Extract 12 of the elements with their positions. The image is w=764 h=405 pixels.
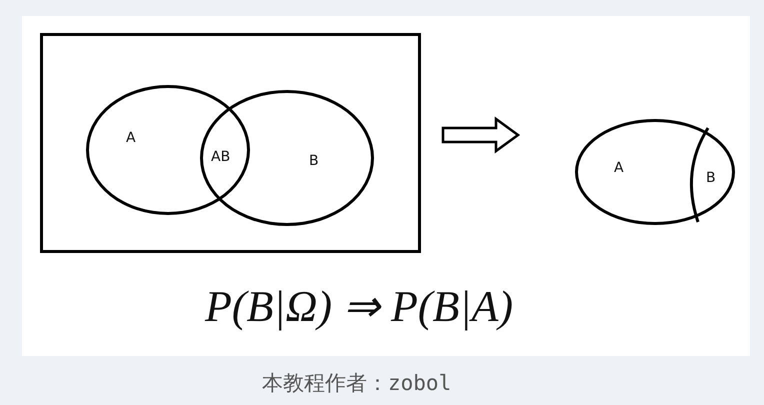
region-label: B [309, 153, 319, 169]
caption: 本教程作者：zobol [262, 370, 452, 397]
ellipse [86, 85, 250, 215]
region-label: A [614, 160, 624, 176]
region-label: A [126, 130, 136, 146]
ellipse [575, 119, 735, 225]
frame-box [40, 33, 421, 253]
ellipse [200, 90, 374, 226]
block-arrow [442, 116, 520, 154]
region-label: B [706, 170, 716, 186]
region-label: AB [211, 150, 230, 166]
formula: P(B|Ω) ⇒ P(B|A) [205, 283, 514, 332]
